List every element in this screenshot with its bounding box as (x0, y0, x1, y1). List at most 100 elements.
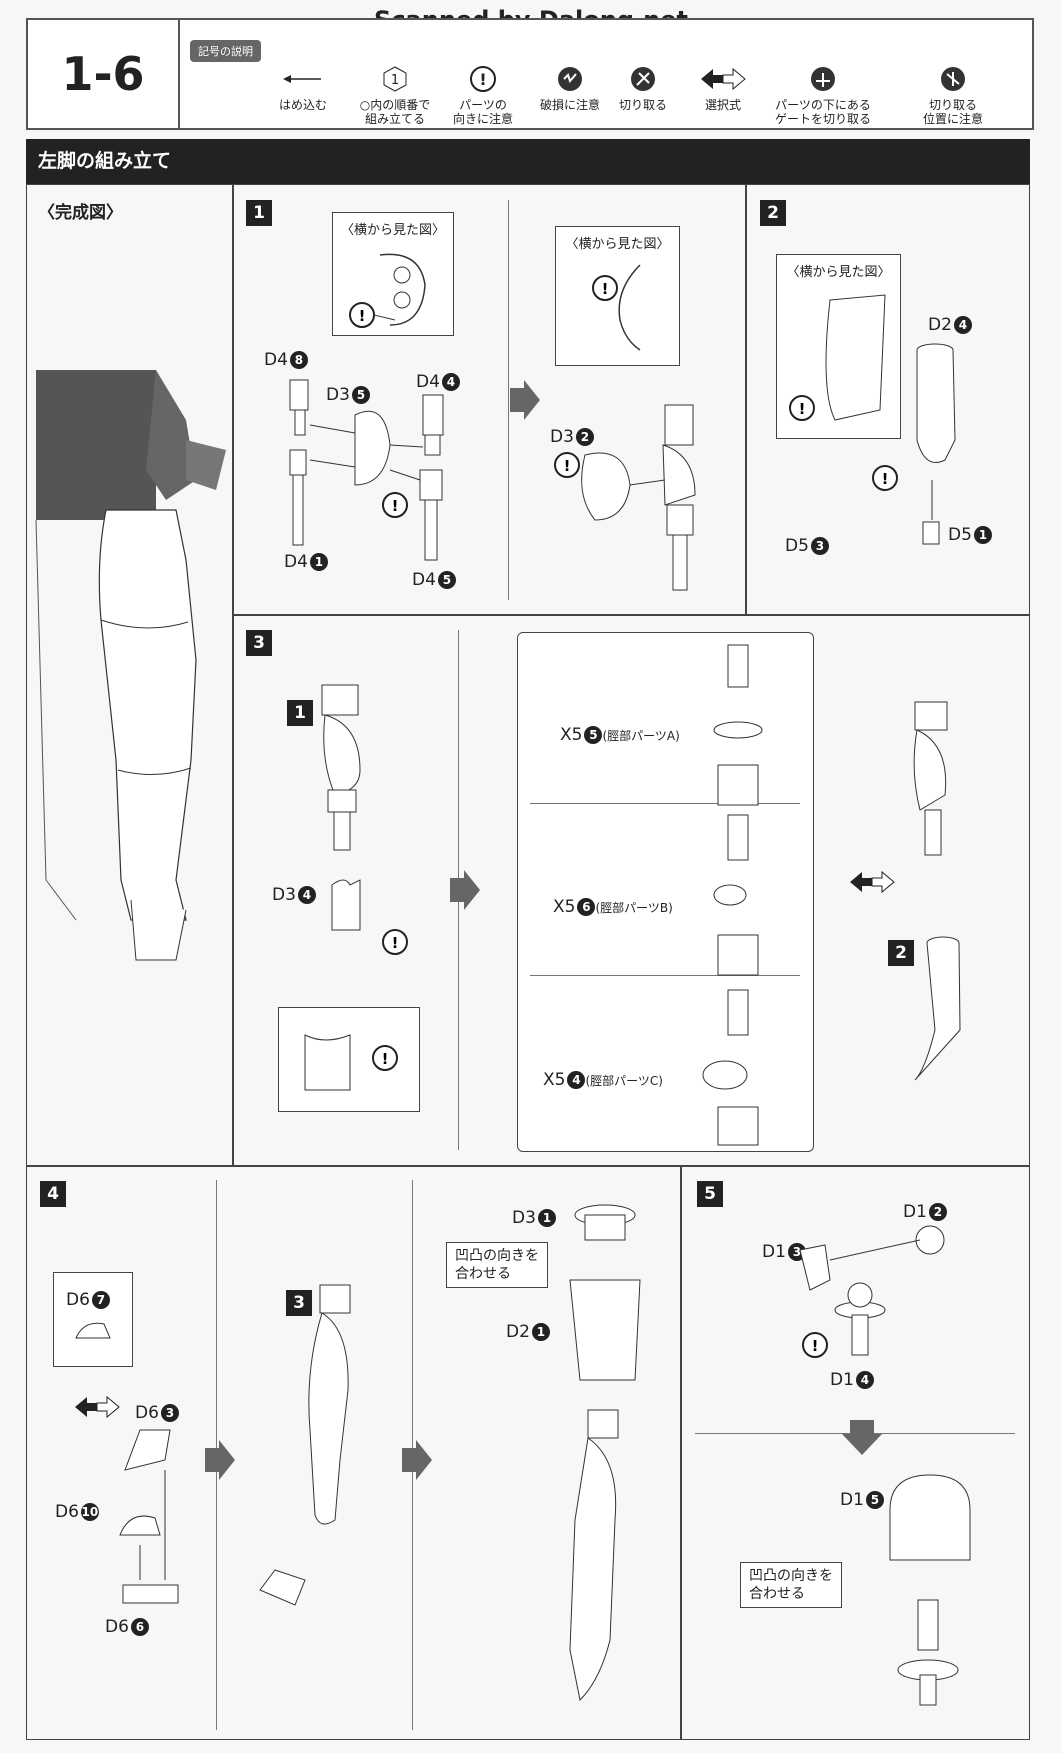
step4-foot-drawing (119, 1429, 179, 1604)
step5-final-drawing (889, 1474, 971, 1706)
step1-result-drawing: ! (554, 404, 696, 591)
legend-item-insert: はめ込む (258, 64, 348, 112)
ref-badge-1: 1 (287, 700, 313, 726)
double-arrow-icon (701, 67, 746, 91)
svg-text:!: ! (382, 1050, 389, 1068)
complete-label: 〈完成図〉 (38, 203, 123, 223)
svg-text:!: ! (812, 1337, 819, 1355)
side-view-part-shape-3: ! (789, 294, 886, 421)
foot-part-icon (75, 1322, 111, 1339)
arrow-left-icon (283, 75, 321, 83)
step-arrow-icon (450, 870, 480, 910)
legend-label: はめ込む (278, 98, 327, 112)
complete-panel (26, 184, 233, 1166)
legend-symbol: ! (479, 70, 486, 89)
legend-label: ○内の順番で 組み立てる (359, 98, 431, 126)
cut-position-icon (941, 67, 965, 91)
step3-result-drawing (913, 701, 961, 1081)
step5-badge: 5 (697, 1181, 723, 1207)
step-arrow-icon (510, 380, 540, 420)
header-box: 1-6 記号の説明 はめ込む 1 ○内の順番で 組み立てる ! パーツの 向きに… (26, 18, 1034, 130)
gate-cut-icon (811, 67, 835, 91)
ref-badge-3: 3 (286, 1290, 312, 1316)
side-view-bubble-2: 〈横から見た図〉 (555, 226, 680, 366)
legend-item-cut: 切り取る (598, 64, 688, 112)
svg-text:!: ! (392, 497, 399, 515)
step5-joint-drawing: ! (799, 1225, 945, 1358)
align-note-2: 凹凸の向きを 合わせる (740, 1562, 842, 1608)
side-view-label: 〈横から見た図〉 (340, 223, 445, 238)
legend-label: パーツの下にある ゲートを切り取る (774, 98, 871, 126)
step4-leg-drawing (259, 1284, 351, 1606)
break-caution-icon (558, 67, 582, 91)
legend-label: パーツの 向きに注意 (452, 98, 513, 126)
down-arrow-icon (842, 1420, 882, 1455)
legend-item-cut-position: 切り取る 位置に注意 (908, 64, 998, 126)
step2-drawing: ! (872, 343, 956, 545)
svg-text:!: ! (602, 280, 609, 298)
svg-text:!: ! (564, 457, 571, 475)
legend-title: 記号の説明 (190, 40, 261, 62)
legend-item-choice: 選択式 (678, 64, 768, 112)
step4-panel (26, 1166, 681, 1740)
step-arrow-icon (205, 1440, 235, 1480)
legend-label: 選択式 (704, 98, 741, 112)
step-arrow-icon (402, 1440, 432, 1480)
legend-item-order: 1 ○内の順番で 組み立てる (350, 64, 440, 126)
svg-text:!: ! (392, 934, 399, 952)
legend-label: 破損に注意 (539, 98, 600, 112)
caution-icon: ! (470, 66, 496, 92)
step2-badge: 2 (760, 200, 786, 226)
completed-leg-illustration (35, 370, 226, 961)
step3-badge: 3 (246, 630, 272, 656)
choice-arrow-icon (850, 870, 895, 894)
options-parts-drawing (702, 644, 763, 1146)
step1-assembly-drawing: ! (289, 379, 444, 561)
legend-label: 切り取る (618, 98, 667, 112)
legend-item-direction: ! パーツの 向きに注意 (438, 64, 528, 126)
side-view-part-shape-2: ! (592, 264, 641, 351)
legend-item-break: 破損に注意 (525, 64, 615, 112)
legend-item-gate: パーツの下にある ゲートを切り取る (768, 64, 878, 126)
legend-label: 切り取る 位置に注意 (922, 98, 983, 126)
svg-text:!: ! (799, 400, 806, 418)
choice-arrow-icon-2 (75, 1395, 120, 1419)
legend-symbol: 1 (391, 73, 399, 88)
section-title: 左脚の組み立て (26, 139, 1030, 184)
step3-panel (233, 615, 1030, 1166)
step3-leg-drawing: ! (321, 684, 408, 955)
step2-panel (746, 184, 1030, 615)
ref-badge-2: 2 (888, 940, 914, 966)
svg-text:!: ! (359, 307, 366, 325)
step-number: 1-6 (28, 20, 180, 128)
side-view-part-shape: ! (349, 253, 426, 328)
circled-number-icon: 1 (383, 66, 407, 92)
step1-panel (233, 184, 746, 615)
d6-7-bubble (53, 1272, 133, 1367)
step4-badge: 4 (40, 1181, 66, 1207)
step1-badge: 1 (246, 200, 272, 226)
svg-text:!: ! (882, 470, 889, 488)
step5-panel (681, 1166, 1030, 1740)
